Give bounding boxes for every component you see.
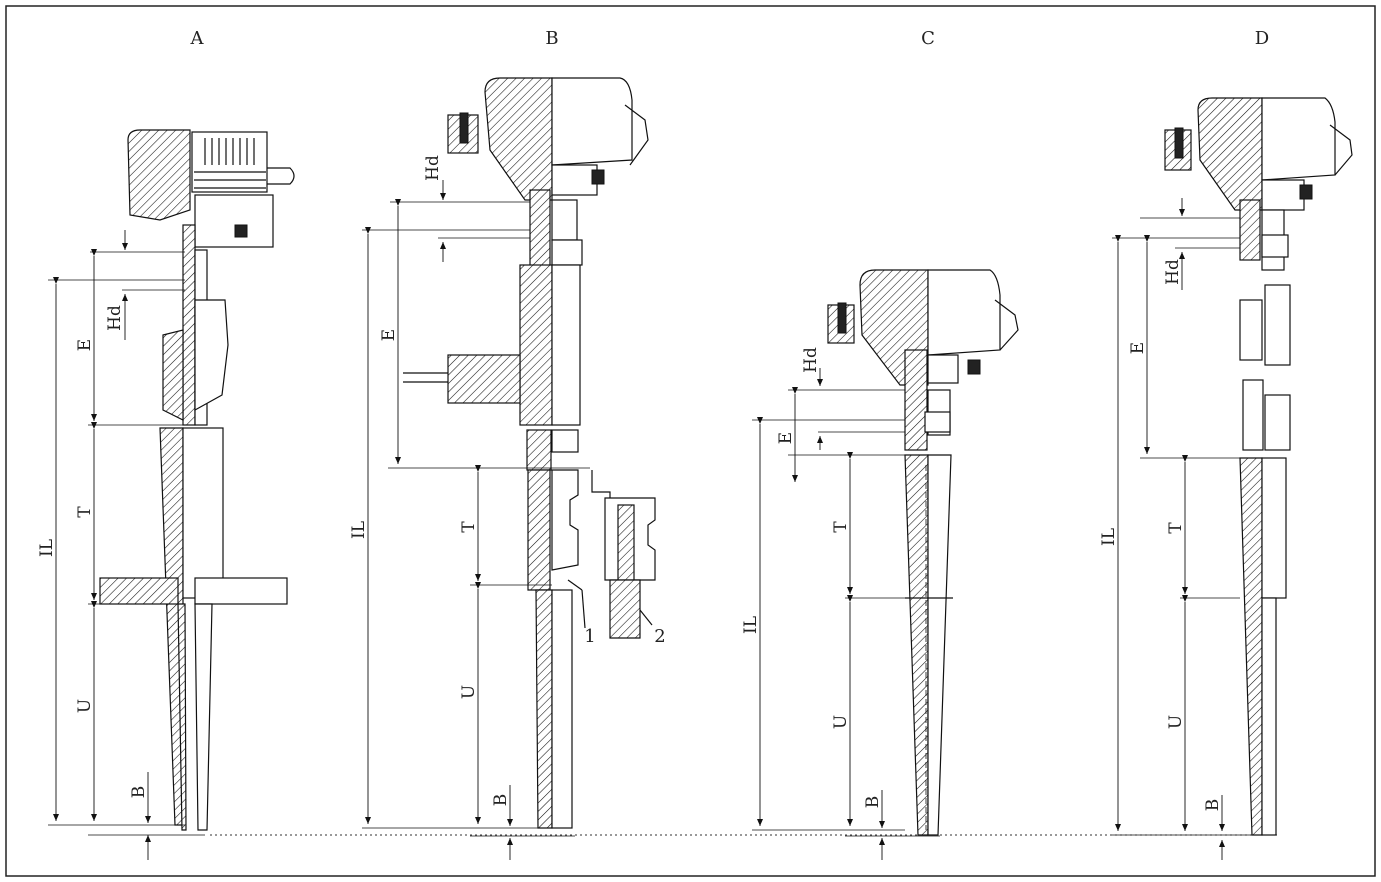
label-b-u: U [459,685,479,699]
label-d-hd: Hd [1163,259,1183,285]
view-label-d: D [1255,28,1269,49]
view-b-assembly [403,77,656,829]
label-d-t: T [1166,522,1186,534]
label-b-hd: Hd [423,155,443,181]
label-d-u: U [1166,715,1186,729]
label-a-t: T [75,506,95,518]
label-c-b: B [863,796,883,809]
label-a-e: E [75,339,95,351]
label-c-hd: Hd [801,347,821,373]
dimension-labels: Hd E T IL U B Hd E T IL U B Hd E T IL U … [37,155,1223,811]
label-a-hd: Hd [105,305,125,331]
dimension-lines: 1 2 [48,180,1252,860]
view-a-assembly [99,129,295,831]
label-d-il: IL [1099,528,1119,546]
view-c-assembly [827,269,1019,836]
label-b-t: T [459,521,479,533]
callout-1: 1 [584,626,595,647]
label-b-b: B [491,794,511,807]
label-c-il: IL [741,616,761,634]
view-label-b: B [545,28,558,49]
view-a-head-section [127,129,191,221]
label-a-u: U [75,699,95,713]
label-c-u: U [831,715,851,729]
drawing-border [5,5,1376,877]
label-b-il: IL [349,521,369,539]
label-d-e: E [1128,342,1148,354]
callout-2: 2 [654,626,665,647]
view-label-c: C [921,28,935,49]
label-c-t: T [831,521,851,533]
view-d-assembly [1164,97,1353,836]
label-c-e: E [776,432,796,444]
label-a-il: IL [37,539,57,557]
label-d-b: B [1203,799,1223,812]
label-a-b: B [129,786,149,799]
view-label-a: A [190,28,205,49]
label-b-e: E [379,329,399,341]
